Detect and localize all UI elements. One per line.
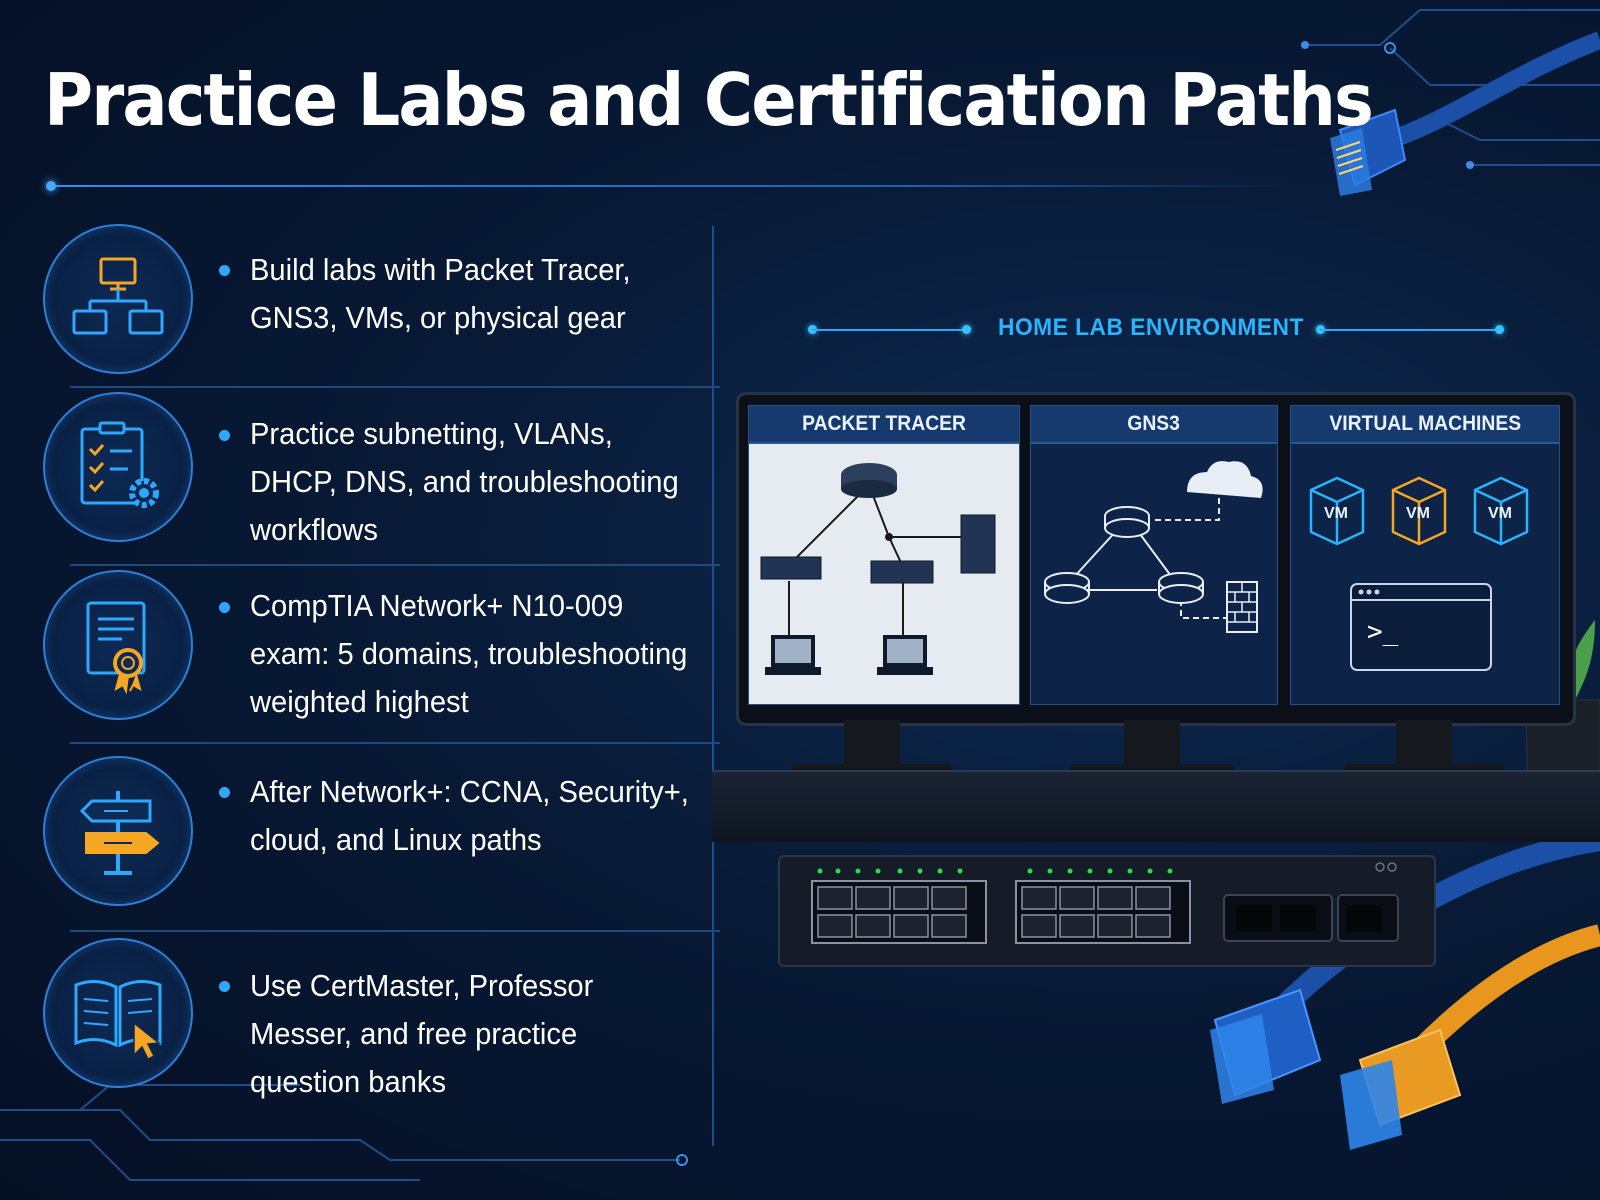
title-underline [50,185,1290,187]
screen-title: GNS3 [1031,406,1277,444]
monitor-stand [844,720,900,770]
bullet-separator [70,742,720,744]
screen-gns3: GNS3 [1030,405,1278,705]
network-topology-icon [43,224,193,374]
bullet-text: CompTIA Network+ N10-009 exam: 5 domains… [250,588,688,719]
bullet-separator [70,930,720,932]
vm-label: VM [1488,505,1512,522]
terminal-prompt: >_ [1367,617,1399,647]
network-switch [778,855,1436,967]
screen-packet-tracer: PACKET TRACER [748,405,1020,705]
lab-label-dot [962,325,971,334]
home-lab-label: HOME LAB ENVIRONMENT [998,314,1304,341]
ethernet-plug-blue-icon [1210,988,1322,1104]
signpost-icon [43,756,193,906]
bullet-text: After Network+: CCNA, Security+, cloud, … [250,774,689,857]
vm-label: VM [1324,505,1348,522]
ethernet-plug-orange-icon [1340,1028,1462,1150]
bullet-separator [70,386,720,388]
lab-label-line [1320,329,1498,331]
panel-divider [712,226,714,1146]
bullet-dot [219,602,230,613]
vm-label: VM [1406,505,1430,522]
book-cursor-icon [43,938,193,1088]
vm-cube-icon [1391,476,1447,546]
monitor-stand [1396,720,1452,770]
page-title: Practice Labs and Certification Paths [44,58,1374,142]
bullet-text: Use CertMaster, Professor Messer, and fr… [250,968,594,1099]
gns3-diagram [1037,450,1271,698]
title-underline-dot [46,181,56,191]
monitor-stand [1124,720,1180,770]
vm-cube-icon [1473,476,1529,546]
lab-label-dot [1495,325,1504,334]
desk [712,770,1600,842]
bullet-dot [219,430,230,441]
vm-cube-icon [1309,476,1365,546]
checklist-gear-icon [43,392,193,542]
vm-diagram: VM VM VM >_ [1297,450,1553,698]
screen-title: VIRTUAL MACHINES [1291,406,1559,444]
bullet-dot [219,981,230,992]
lab-label-line [812,329,964,331]
screen-virtual-machines: VIRTUAL MACHINES VM VM [1290,405,1560,705]
bullet-text: Practice subnetting, VLANs, DHCP, DNS, a… [250,416,679,547]
screen-title: PACKET TRACER [749,406,1019,444]
bullet-dot [219,787,230,798]
certificate-icon [43,570,193,720]
bullet-dot [219,265,230,276]
bullet-text: Build labs with Packet Tracer, GNS3, VMs… [250,252,631,335]
bullet-separator [70,564,720,566]
packet-tracer-diagram [749,444,1019,704]
switch-ports [811,862,1399,944]
